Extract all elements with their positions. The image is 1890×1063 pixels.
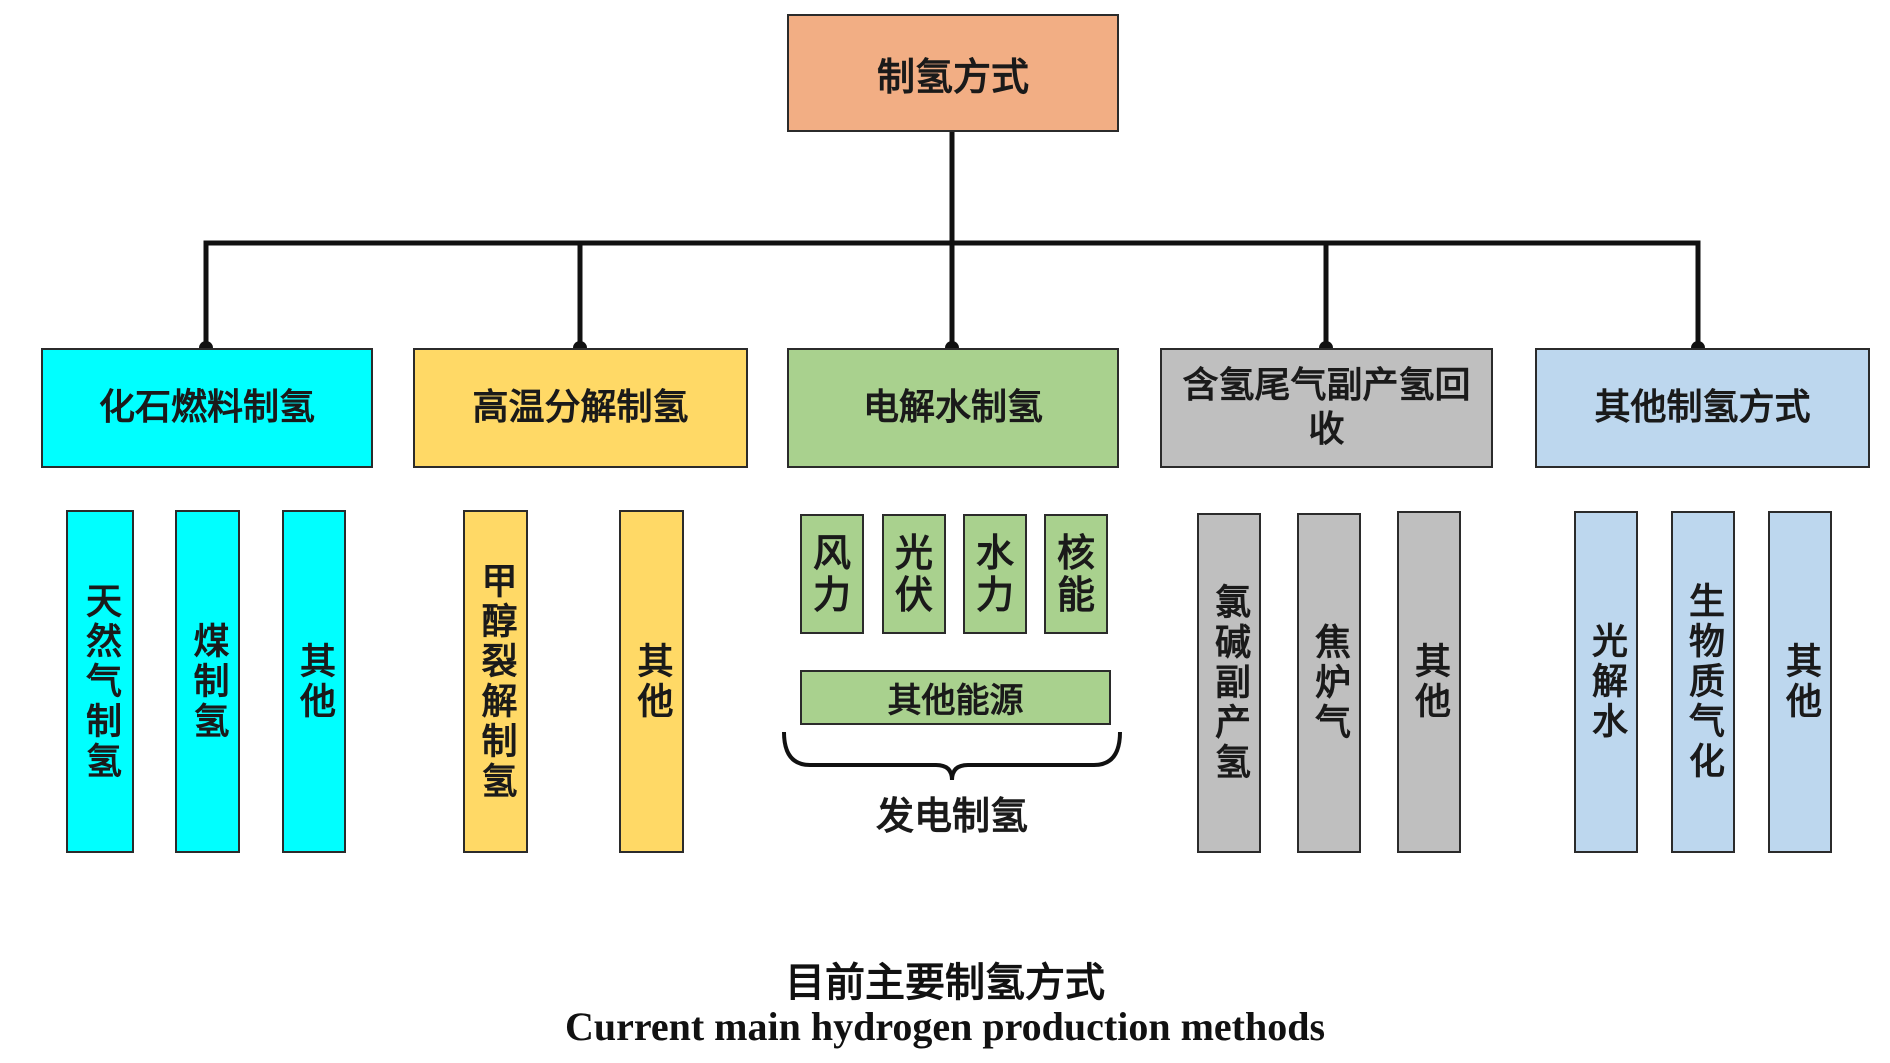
leaf-tailgas-other: 其他: [1397, 511, 1461, 853]
leaf-coal: 煤制氢: [175, 510, 240, 853]
leaf-biomass-gasification: 生物质气化: [1671, 511, 1735, 853]
caption-chinese: 目前主要制氢方式: [785, 960, 1105, 1006]
leaf-wind: 风力: [800, 514, 864, 634]
category-pyrolysis: 高温分解制氢: [413, 348, 748, 468]
leaf-photolysis: 光解水: [1574, 511, 1638, 853]
category-fossil-fuel: 化石燃料制氢: [41, 348, 373, 468]
caption-english: Current main hydrogen production methods: [564, 1004, 1326, 1049]
leaf-wind-text: 风力: [812, 531, 851, 617]
leaf-chlor-alkali: 氯碱副产氢: [1197, 513, 1261, 853]
leaf-solar-text: 光伏: [894, 531, 933, 617]
category-tail-gas-recovery: 含氢尾气副产氢回收: [1160, 348, 1493, 468]
leaf-methanol-cracking: 甲醇裂解制氢: [463, 510, 528, 853]
root-node: 制氢方式: [787, 14, 1119, 132]
leaf-fossil-other: 其他: [282, 510, 346, 853]
leaf-pyrolysis-other: 其他: [619, 510, 684, 853]
leaf-nuclear-text: 核能: [1056, 531, 1095, 617]
leaf-hydro: 水力: [963, 514, 1027, 634]
leaf-nuclear: 核能: [1044, 514, 1108, 634]
leaf-natural-gas: 天然气制氢: [66, 510, 134, 853]
category-water-electrolysis: 电解水制氢: [787, 348, 1119, 468]
group-label-power-generation: 发电制氢: [875, 794, 1028, 838]
leaf-coke-oven-gas: 焦炉气: [1297, 513, 1361, 853]
leaf-solar: 光伏: [882, 514, 946, 634]
leaf-hydro-text: 水力: [975, 531, 1014, 617]
category-other-methods: 其他制氢方式: [1535, 348, 1870, 468]
leaf-other-energy: 其他能源: [800, 670, 1111, 725]
curly-brace: [782, 731, 1122, 781]
leaf-other-methods-other: 其他: [1768, 511, 1832, 853]
